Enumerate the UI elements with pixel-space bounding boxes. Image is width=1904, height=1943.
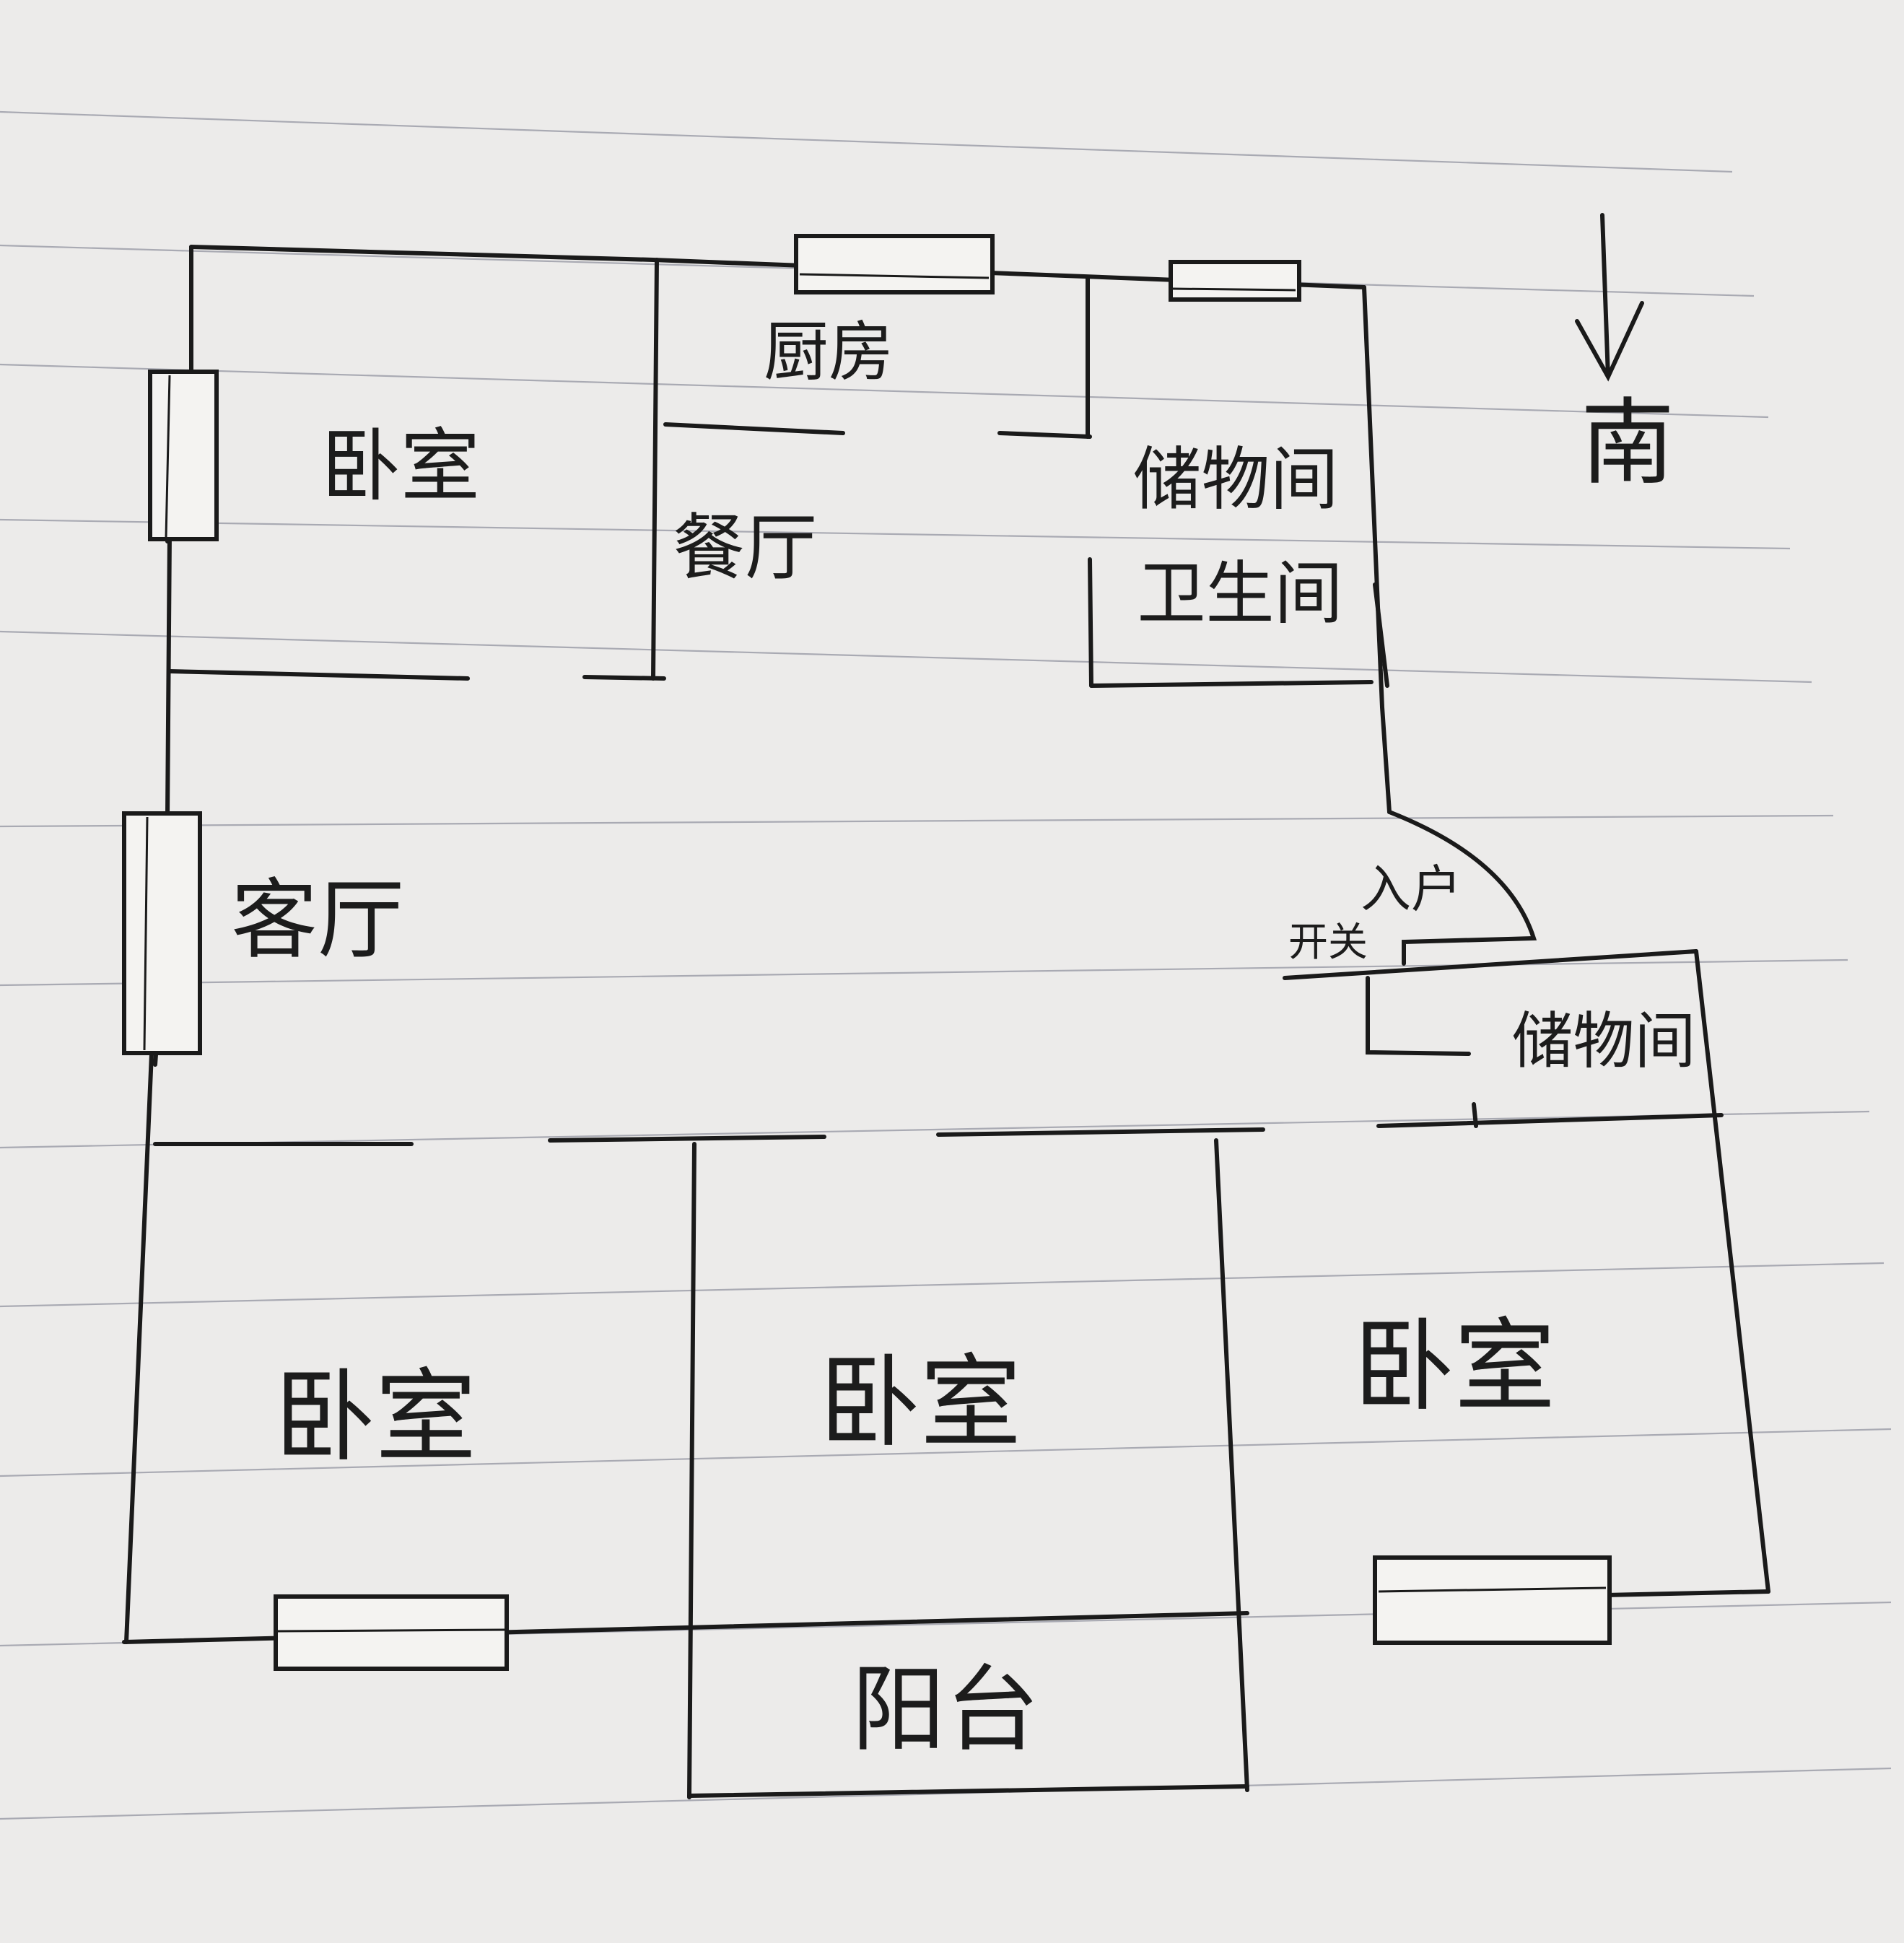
- window-bathroom-side: [1373, 582, 1389, 688]
- room-label-living-room: 客厅: [231, 870, 404, 971]
- windows: [122, 234, 1612, 1671]
- room-label-bedroom-top-left: 卧室: [321, 420, 480, 512]
- window-kitchen: [794, 234, 995, 294]
- room-label-dining: 餐厅: [673, 506, 817, 590]
- window-living-room: [122, 811, 202, 1055]
- arrow-down-icon: [1575, 213, 1644, 382]
- compass-label: 南: [1581, 388, 1674, 498]
- window-bedroom-top-left: [148, 370, 219, 541]
- room-label-storage-right: 储物间: [1511, 1006, 1695, 1078]
- room-label-balcony: 阳台: [852, 1655, 1039, 1765]
- room-label-kitchen: 厨房: [764, 314, 894, 390]
- room-label-bedroom-bottom-right: 卧室: [1353, 1309, 1555, 1426]
- room-label-entrance: 入户: [1361, 860, 1462, 919]
- window-bedroom-bottom-left: [274, 1594, 509, 1671]
- room-label-switch: 开关: [1288, 919, 1368, 965]
- window-storage-top: [1169, 260, 1301, 302]
- room-label-bedroom-bottom-left: 卧室: [274, 1359, 476, 1477]
- room-label-bedroom-bottom-middle: 卧室: [819, 1345, 1021, 1462]
- room-label-storage-top: 储物间: [1132, 440, 1338, 520]
- window-bedroom-bottom-right: [1373, 1555, 1612, 1645]
- room-label-bathroom: 卫生间: [1137, 554, 1342, 634]
